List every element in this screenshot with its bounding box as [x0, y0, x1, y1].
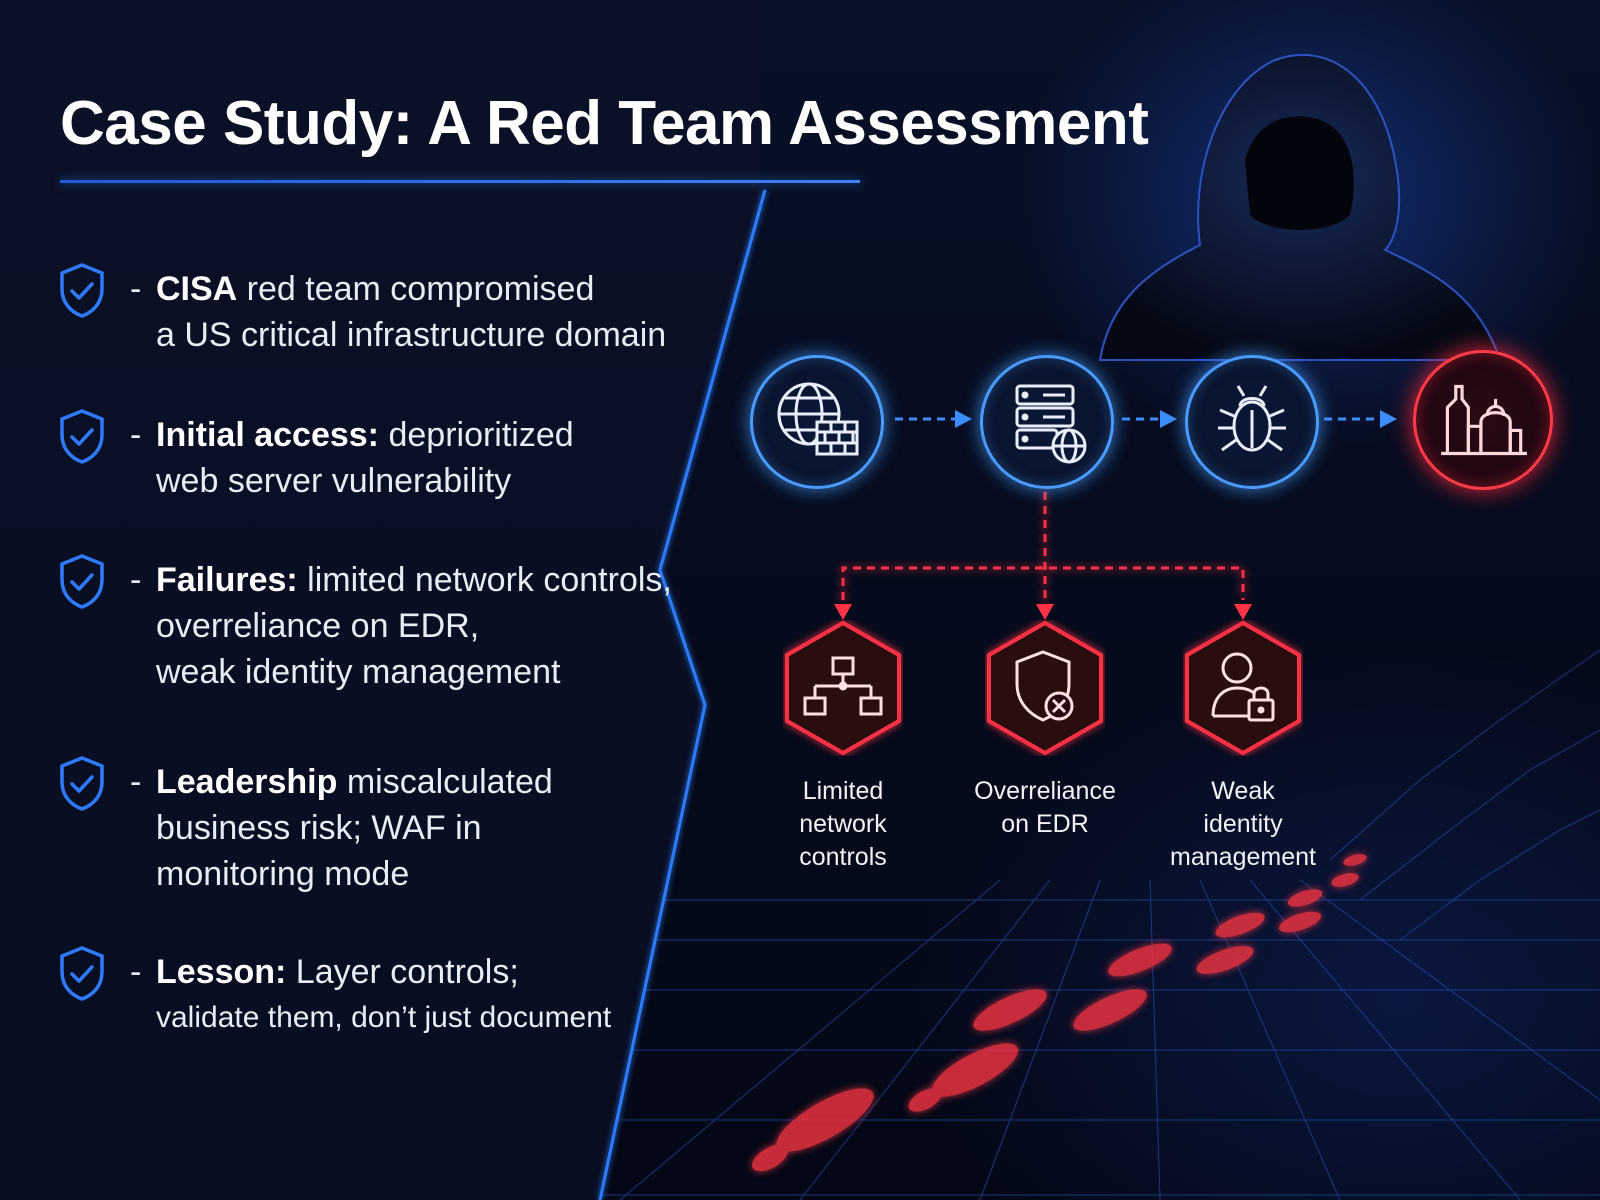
shield-check-icon — [60, 409, 104, 464]
hex-weak-identity-management — [1183, 620, 1303, 756]
bullet-line: web server vulnerability — [156, 462, 512, 500]
hooded-hacker-figure — [1098, 54, 1502, 361]
node-critical-infrastructure — [1413, 350, 1553, 490]
arrowhead — [955, 410, 972, 428]
bullet-keyword: Failures: — [156, 561, 298, 599]
hex-limited-network-controls — [783, 620, 903, 756]
shield-x-icon — [1015, 650, 1074, 722]
shield-check-icon — [60, 554, 104, 609]
bullet-line: weak identity management — [156, 653, 561, 691]
network-hierarchy-icon — [803, 656, 883, 716]
arrowhead — [1160, 410, 1177, 428]
arrowhead — [1234, 604, 1252, 620]
bullet-line: business risk; WAF in — [156, 809, 482, 847]
node-web-server-access — [750, 355, 884, 489]
industrial-facility-icon — [1441, 384, 1527, 456]
arrowhead — [1036, 604, 1054, 620]
bullet-line: monitoring mode — [156, 855, 410, 893]
title-underline — [60, 180, 860, 183]
bullet-keyword: Initial access: — [156, 416, 380, 454]
bullet-line: validate them, don’t just document — [156, 1001, 612, 1034]
arrowhead — [834, 604, 852, 620]
branch-connector — [841, 566, 1245, 600]
bullet-keyword: CISA — [156, 270, 238, 308]
bullet-line: overreliance on EDR, — [156, 607, 480, 645]
node-malware — [1185, 355, 1319, 489]
bullet-keyword: Leadership — [156, 763, 338, 801]
user-lock-icon — [1211, 652, 1275, 722]
bullet-text: - Lesson: Layer controls;validate them, … — [130, 949, 611, 1041]
globe-firewall-icon — [777, 382, 859, 456]
server-globe-icon — [1015, 384, 1087, 464]
shield-check-icon — [60, 263, 104, 318]
bullet-text: - Failures: limited network controls,ove… — [130, 557, 672, 695]
bullet-keyword: Lesson: — [156, 953, 287, 991]
shield-check-icon — [60, 946, 104, 1001]
hex-overreliance-on-edr — [985, 620, 1105, 756]
page-title: Case Study: A Red Team Assessment — [60, 89, 1149, 158]
shield-check-icon — [60, 756, 104, 811]
arrowhead — [1380, 410, 1397, 428]
node-compromised-server — [980, 355, 1114, 489]
bullet-line: a US critical infrastructure domain — [156, 316, 667, 354]
bug-icon — [1218, 385, 1286, 452]
